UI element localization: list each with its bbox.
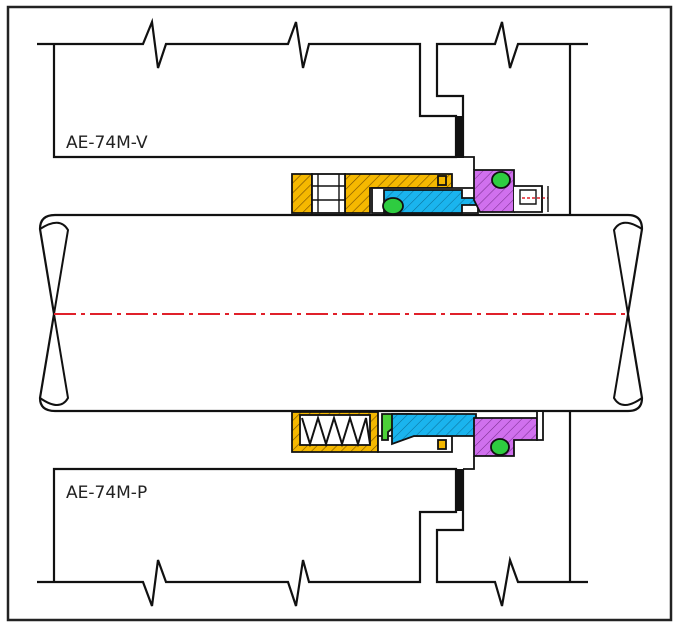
upper-set-screw <box>311 173 346 214</box>
shaft-right-break <box>612 221 643 406</box>
upper-variant-label: AE-74M-V <box>66 133 148 153</box>
upper-seat-oring <box>491 171 511 189</box>
upper-face-oring <box>382 197 404 215</box>
lower-variant-label: AE-74M-P <box>66 483 147 503</box>
upper-seal-assembly <box>291 156 549 215</box>
lower-spring <box>301 414 371 448</box>
upper-right-housing-outline <box>435 21 588 157</box>
lower-drive-pin <box>437 439 447 450</box>
shaft <box>38 213 644 413</box>
lower-gasket <box>456 469 464 511</box>
upper-drive-collar <box>291 173 313 214</box>
lower-seat-holder <box>536 412 544 441</box>
lower-seal-assembly <box>291 411 544 470</box>
lower-gland-step <box>463 456 475 470</box>
upper-gland-step <box>463 156 475 170</box>
lower-rotating-face <box>391 413 477 446</box>
upper-drive-pin <box>437 175 447 186</box>
lower-right-housing-outline <box>435 469 588 607</box>
lower-seat-oring <box>490 438 510 456</box>
shaft-outline <box>38 213 644 413</box>
upper-gasket <box>456 116 464 158</box>
